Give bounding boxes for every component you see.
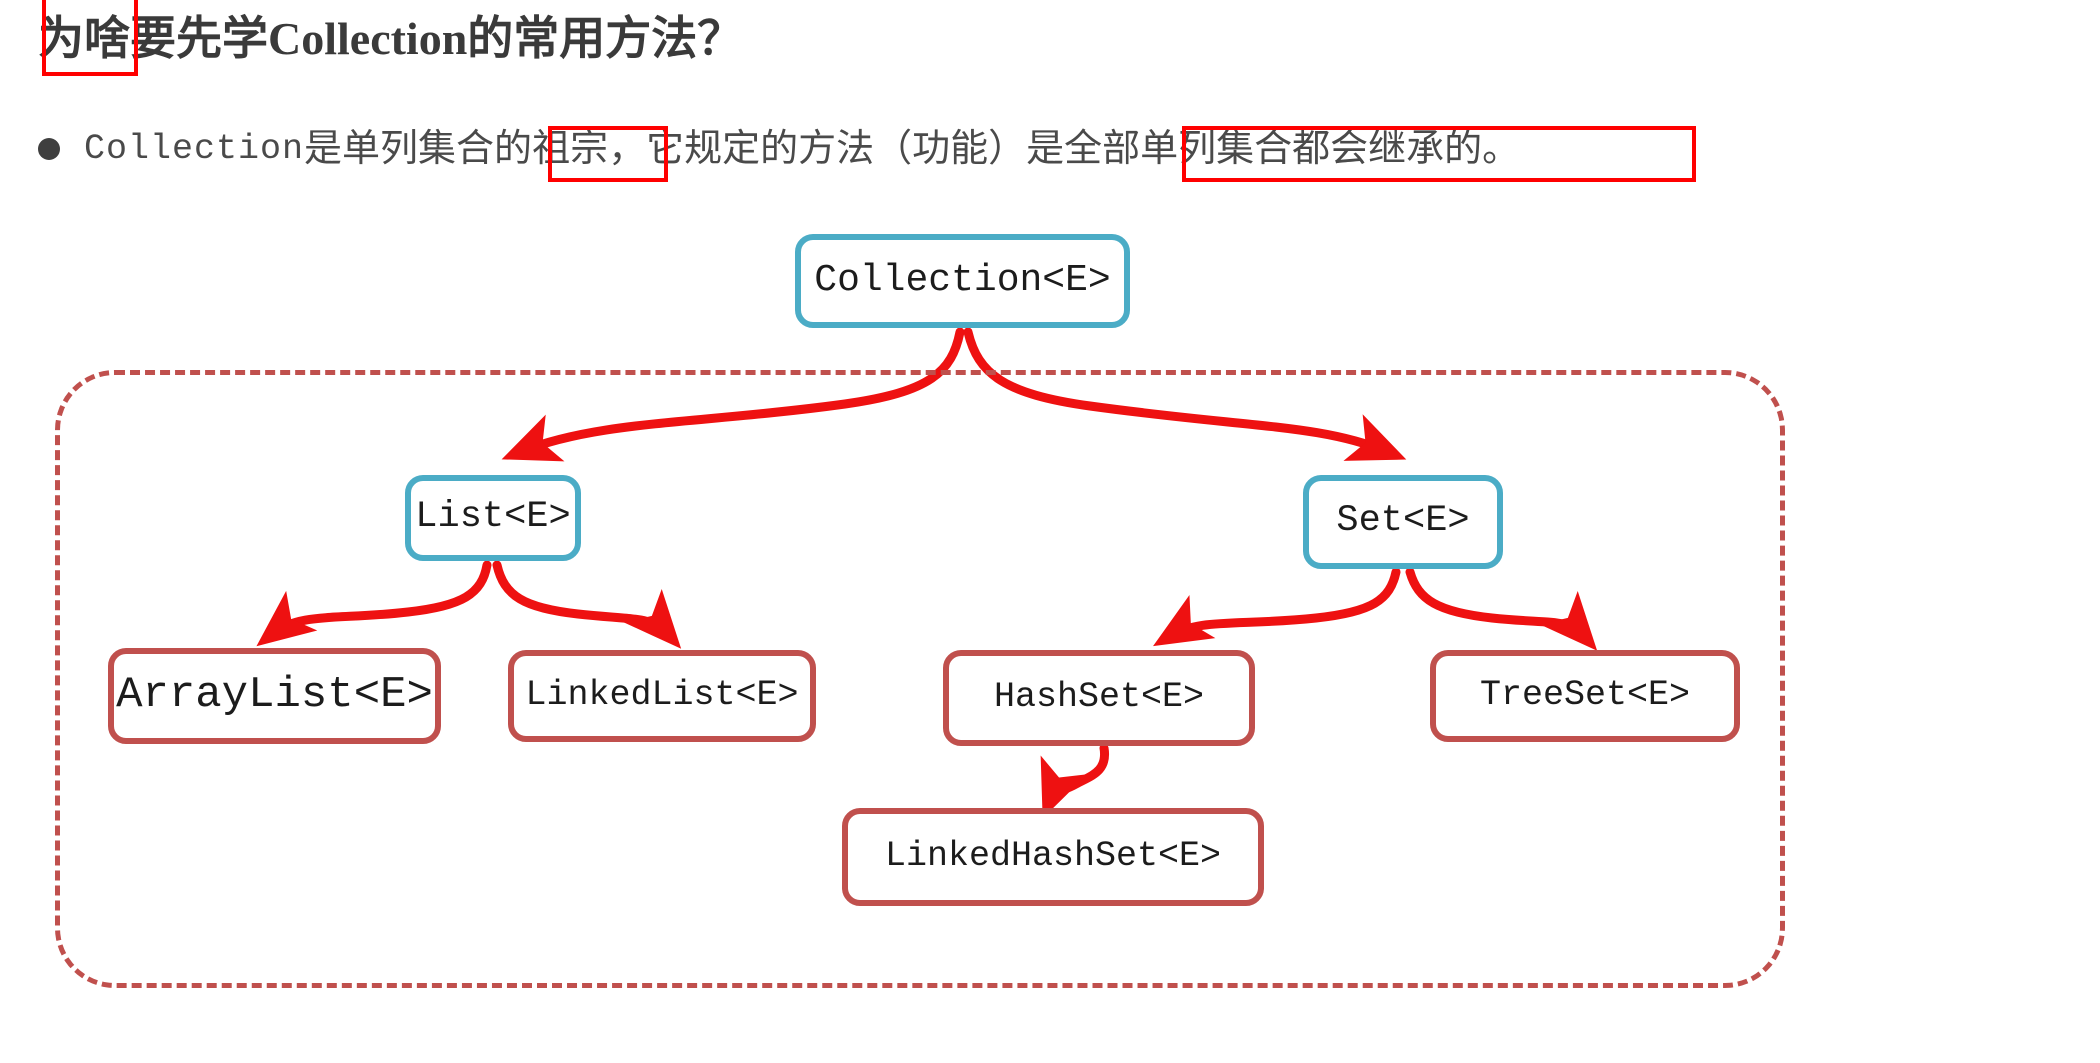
edge-set-to-hashset — [1153, 567, 1401, 647]
bullet-text-part4: 它规定的方法（功能）是 — [646, 128, 1065, 170]
edge-collection-to-list — [501, 327, 965, 462]
node-treeset[interactable]: TreeSet<E> — [1430, 650, 1740, 742]
node-linkedlist[interactable]: LinkedList<E> — [508, 650, 816, 742]
node-hashset[interactable]: HashSet<E> — [943, 650, 1255, 746]
edge-list-to-linkedlist — [492, 560, 682, 649]
node-collection[interactable]: Collection<E> — [795, 234, 1130, 328]
node-set[interactable]: Set<E> — [1303, 475, 1503, 569]
edge-list-to-arraylist — [256, 560, 492, 647]
edge-set-to-treeset — [1405, 567, 1598, 651]
bullet-text-highlight-inherit: 全部单列集合都会继承的。 — [1064, 128, 1521, 170]
node-list[interactable]: List<E> — [405, 475, 581, 561]
bullet-text-part2: 是单列集合的 — [304, 128, 533, 170]
edge-hashset-to-linkedhashset — [1040, 743, 1110, 819]
page-title: 为啥要先学Collection的常用方法？ — [38, 13, 744, 64]
bullet-text-collection: Collection — [84, 129, 305, 169]
node-arraylist[interactable]: ArrayList<E> — [108, 648, 441, 744]
node-linkedhashset[interactable]: LinkedHashSet<E> — [842, 808, 1264, 906]
bullet-dot-icon — [38, 138, 60, 160]
dashed-group-container — [55, 370, 1785, 988]
